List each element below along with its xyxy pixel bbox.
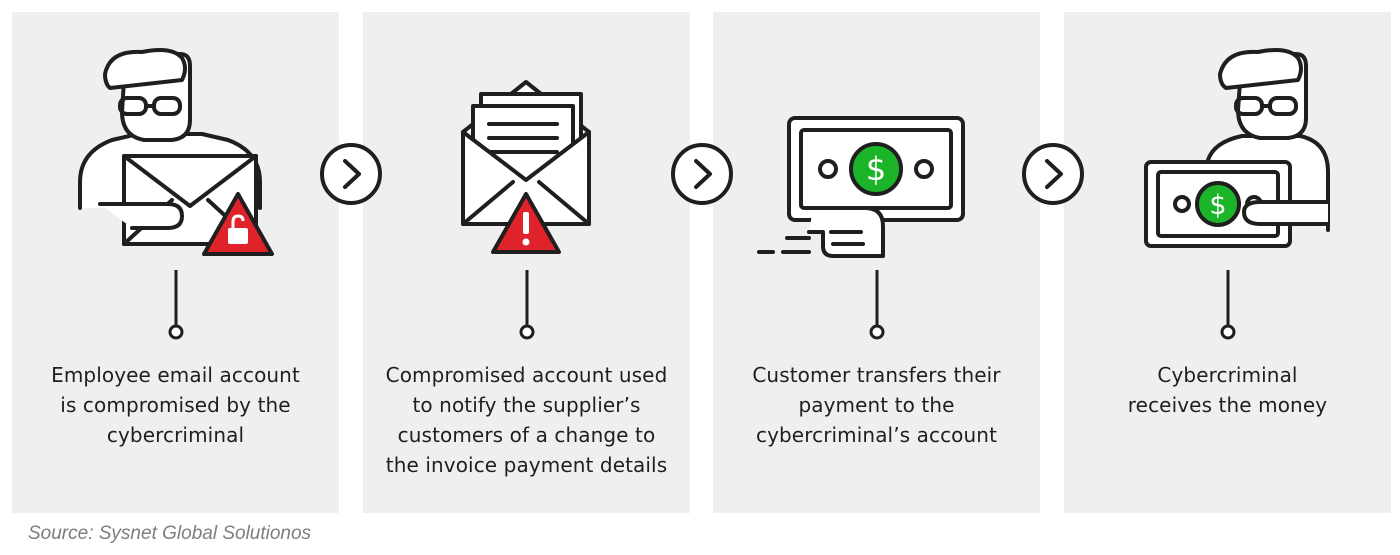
source-credit: Source: Sysnet Global Solutionos bbox=[28, 523, 312, 544]
envelope-warning-icon bbox=[461, 80, 591, 340]
step-caption: Customer transfers their payment to the … bbox=[752, 363, 1001, 447]
chevron-right-circle-icon bbox=[1022, 143, 1084, 205]
step-panel-1: Employee email account is compromised by… bbox=[12, 12, 339, 513]
svg-text:$: $ bbox=[866, 150, 886, 188]
hacker-email-lock-icon bbox=[78, 48, 274, 340]
step-panel-3: $ Customer transfers their payment to th… bbox=[713, 12, 1040, 513]
hacker-money-icon: $ bbox=[1144, 48, 1330, 340]
step-caption: Cybercriminal receives the money bbox=[1127, 363, 1328, 417]
step-panel-4: $ Cybercriminal receives the money bbox=[1064, 12, 1391, 513]
step-panel-2: Compromised account used to notify the s… bbox=[363, 12, 690, 513]
money-transfer-icon: $ bbox=[757, 116, 965, 340]
svg-text:$: $ bbox=[1209, 190, 1226, 221]
step-caption: Employee email account is compromised by… bbox=[51, 363, 300, 447]
chevron-right-circle-icon bbox=[671, 143, 733, 205]
chevron-right-circle-icon bbox=[320, 143, 382, 205]
step-caption: Compromised account used to notify the s… bbox=[385, 363, 668, 477]
